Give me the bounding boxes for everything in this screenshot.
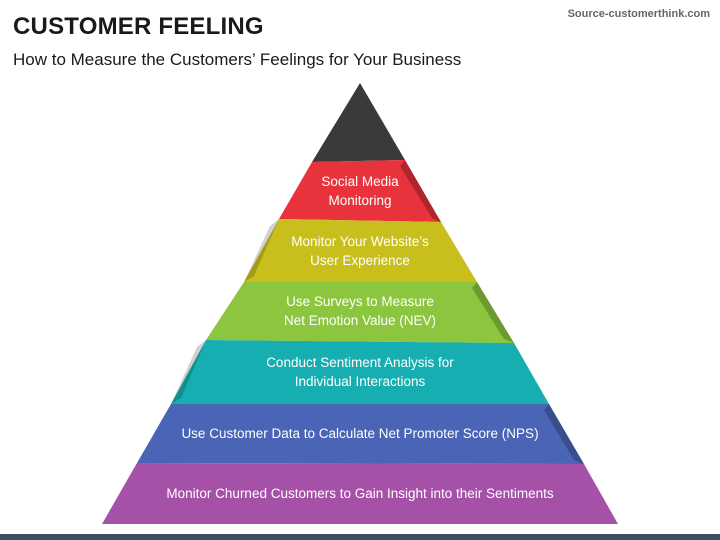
- fold-shadow-1: [400, 160, 441, 222]
- layer-label-2: Monitor Your Website’s User Experience: [291, 234, 429, 268]
- pyramid-layer-5: [137, 404, 584, 464]
- page-subtitle: How to Measure the Customers’ Feelings f…: [13, 50, 462, 69]
- layer-label-6: Monitor Churned Customers to Gain Insigh…: [166, 486, 554, 501]
- pyramid-layer-1: [279, 160, 441, 222]
- source-credit: Source-customerthink.com: [567, 8, 710, 20]
- layer-label-3: Use Surveys to Measure Net Emotion Value…: [283, 294, 437, 328]
- pyramid-layer-4: [171, 340, 549, 404]
- layer-label-1: Social Media Monitoring: [321, 174, 399, 208]
- layer-label-5: Use Customer Data to Calculate Net Promo…: [181, 426, 539, 441]
- pyramid-layer-2: [244, 219, 477, 282]
- page-title: CUSTOMER FEELING: [13, 13, 264, 40]
- fold-shadow-5: [544, 404, 584, 464]
- fold-shadow-4: [171, 340, 206, 404]
- pyramid-layer-6: [102, 463, 618, 524]
- fold-shadow-2: [244, 219, 279, 282]
- pyramid-apex: [312, 83, 405, 162]
- pyramid-layer-3: [206, 282, 514, 343]
- bottom-bar: [0, 534, 720, 540]
- layer-label-4: Conduct Sentiment Analysis for Individua…: [266, 355, 454, 389]
- fold-shadow-3: [472, 282, 514, 343]
